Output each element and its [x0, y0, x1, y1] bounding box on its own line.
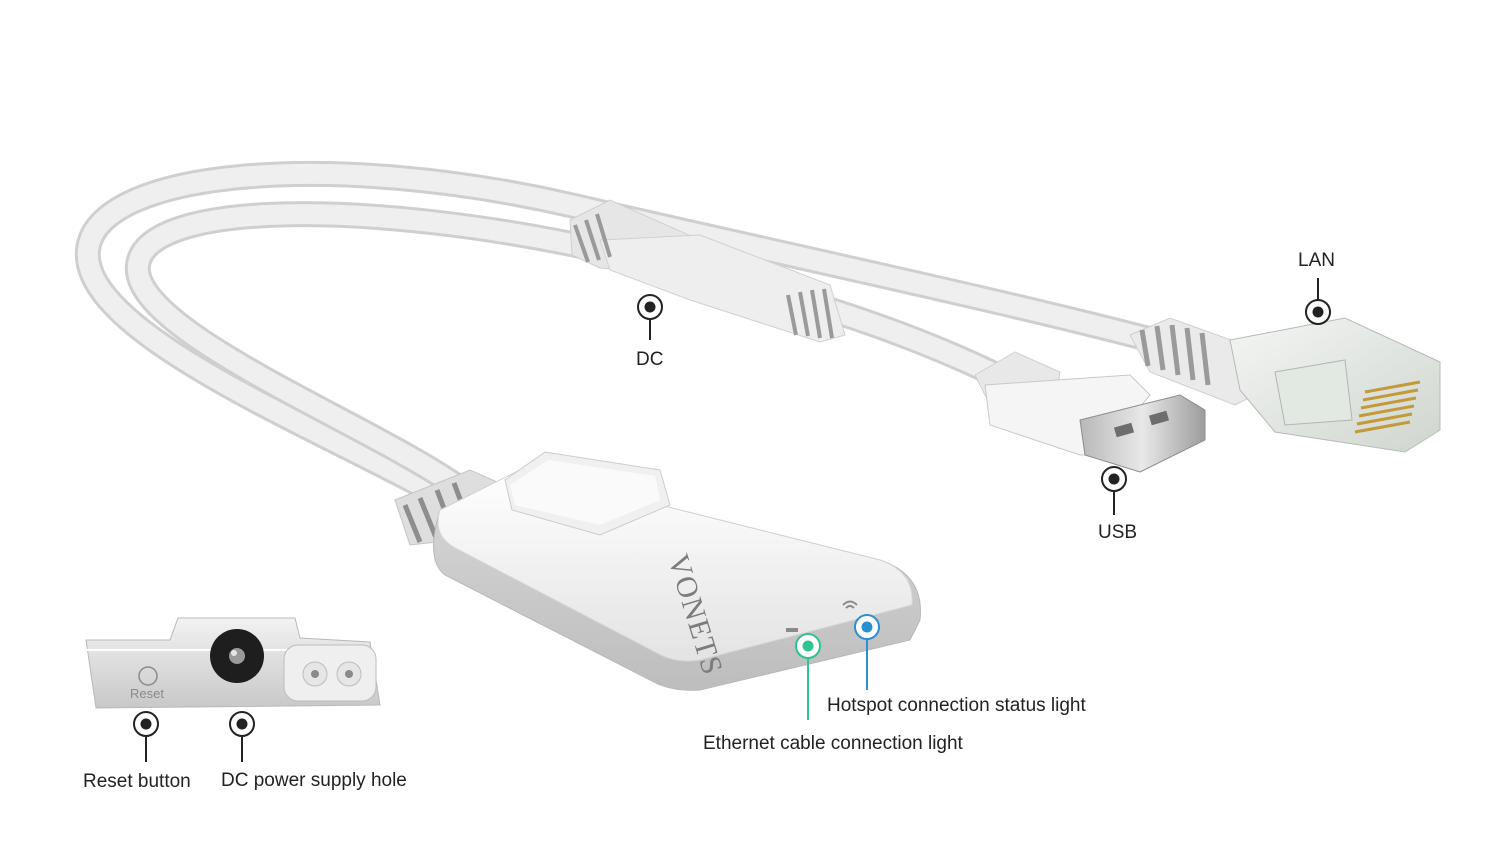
label-reset-button: Reset button: [83, 771, 191, 792]
dc-plug-icon: [569, 199, 846, 343]
ethernet-light-marker: [795, 633, 821, 720]
label-dc: DC: [636, 349, 664, 370]
marker-dot-icon: [133, 711, 159, 762]
ethernet-icon: [786, 628, 798, 632]
lan-plug-icon: [1129, 317, 1441, 453]
marker-dot-icon: [1101, 466, 1127, 515]
marker-dot-icon: [637, 294, 663, 340]
marker-dot-icon: [229, 711, 255, 762]
label-dc-hole: DC power supply hole: [221, 770, 407, 791]
hotspot-light-marker: [854, 614, 880, 690]
callouts: [133, 278, 1331, 762]
label-ethernet-light: Ethernet cable connection light: [703, 733, 963, 754]
device-body: VONETS: [394, 451, 921, 691]
reset-hole-icon: [138, 666, 158, 686]
end-panel: Reset: [85, 617, 381, 709]
wifi-icon: [842, 600, 858, 609]
marker-dot-icon: [1305, 278, 1331, 325]
usb-plug-icon: [974, 351, 1206, 473]
label-hotspot-light: Hotspot connection status light: [827, 695, 1086, 716]
reset-print: Reset: [130, 686, 164, 701]
label-lan: LAN: [1298, 250, 1335, 271]
label-usb: USB: [1098, 522, 1138, 543]
